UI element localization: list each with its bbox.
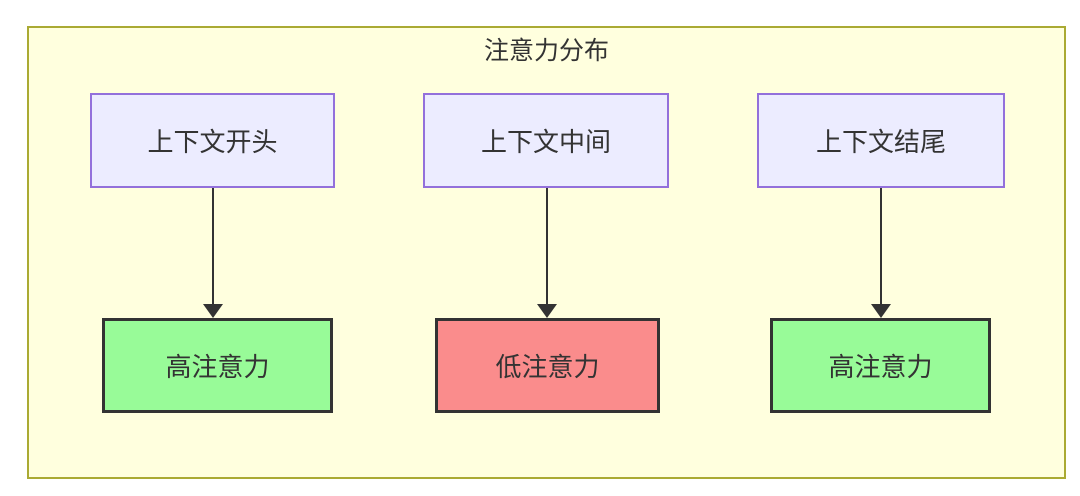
- node-context-start: 上下文开头: [90, 93, 335, 188]
- arrowhead-icon: [871, 304, 891, 318]
- node-low-attention-middle: 低注意力: [435, 318, 660, 413]
- node-label: 上下文中间: [480, 127, 611, 157]
- arrow-line: [546, 188, 548, 304]
- node-high-attention-right: 高注意力: [770, 318, 991, 413]
- node-context-end: 上下文结尾: [757, 93, 1005, 188]
- node-label: 高注意力: [165, 352, 270, 382]
- arrow-line: [212, 188, 214, 304]
- arrow-start-to-high: [203, 188, 223, 318]
- arrow-end-to-high: [871, 188, 891, 318]
- node-label: 上下文开头: [147, 127, 278, 157]
- node-label: 高注意力: [828, 352, 933, 382]
- node-label: 上下文结尾: [815, 127, 946, 157]
- node-label: 低注意力: [495, 352, 600, 382]
- arrow-middle-to-low: [537, 188, 557, 318]
- arrowhead-icon: [203, 304, 223, 318]
- attention-cluster-frame: 注意力分布 上下文开头 上下文中间 上下文结尾 高注意力 低注意力: [27, 26, 1066, 479]
- arrowhead-icon: [537, 304, 557, 318]
- arrow-line: [880, 188, 882, 304]
- node-high-attention-left: 高注意力: [102, 318, 333, 413]
- cluster-title: 注意力分布: [483, 37, 609, 65]
- node-context-middle: 上下文中间: [423, 93, 669, 188]
